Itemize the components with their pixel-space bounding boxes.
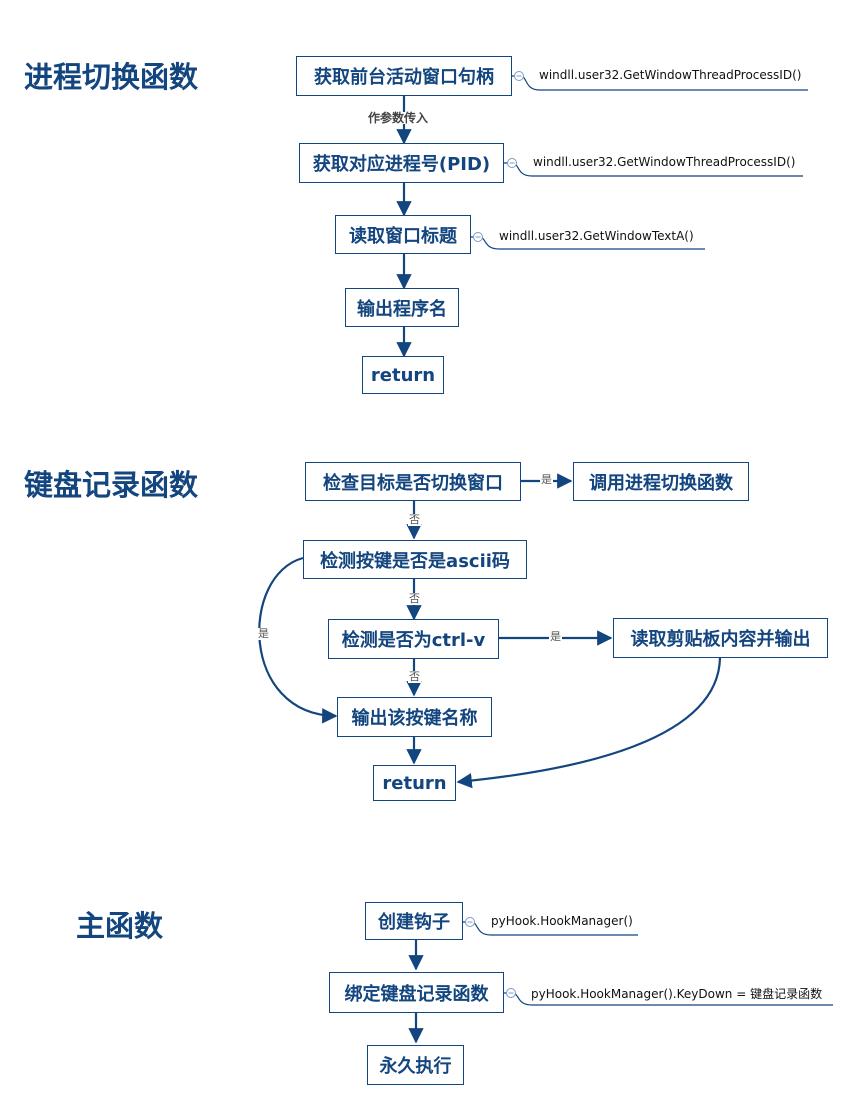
node-check-ascii: 检测按键是否是ascii码 (303, 540, 527, 579)
note-read-title-api: windll.user32.GetWindowTextA() (499, 229, 694, 243)
note-get-window-api: windll.user32.GetWindowThreadProcessID() (539, 68, 802, 82)
note-create-hook-api: pyHook.HookManager() (491, 914, 633, 928)
edge-label-yes-ascii: 是 (257, 627, 270, 640)
edge-label-no-paste: 否 (408, 670, 421, 683)
section-title-main: 主函数 (76, 909, 164, 943)
node-print-program-name: 输出程序名 (345, 288, 459, 327)
node-get-window-handle: 获取前台活动窗口句柄 (296, 56, 512, 96)
node-check-window-switch: 检查目标是否切换窗口 (305, 462, 521, 501)
note-bind-api: pyHook.HookManager().KeyDown = 键盘记录函数 (531, 987, 823, 1001)
node-create-hook: 创建钩子 (365, 902, 463, 940)
edge-check-ascii-yes-to-print-key (258, 556, 338, 724)
edge-label-no-switch: 否 (408, 513, 421, 526)
node-return-2: return (373, 765, 456, 801)
edge-label-no-ascii: 否 (408, 592, 421, 605)
node-check-ctrl-v: 检测是否为ctrl-v (328, 619, 499, 659)
edge-read-clipboard-to-return (456, 657, 722, 789)
node-read-window-title: 读取窗口标题 (335, 215, 471, 254)
node-bind-keylogger: 绑定键盘记录函数 (329, 972, 504, 1013)
node-read-clipboard: 读取剪贴板内容并输出 (613, 618, 828, 658)
section-title-process-switch: 进程切换函数 (24, 60, 199, 94)
section-title-keylogger: 键盘记录函数 (24, 468, 199, 502)
edge-label-pass-param: 作参数传入 (367, 111, 430, 125)
node-call-process-switch: 调用进程切换函数 (573, 462, 749, 501)
node-get-pid: 获取对应进程号(PID) (299, 143, 504, 183)
node-return-1: return (362, 356, 444, 394)
edge-label-yes-paste: 是 (549, 630, 562, 643)
node-run-forever: 永久执行 (367, 1045, 464, 1085)
node-print-key-name: 输出该按键名称 (337, 697, 492, 737)
edge-label-yes-switch: 是 (540, 473, 553, 486)
note-get-pid-api: windll.user32.GetWindowThreadProcessID() (533, 155, 796, 169)
